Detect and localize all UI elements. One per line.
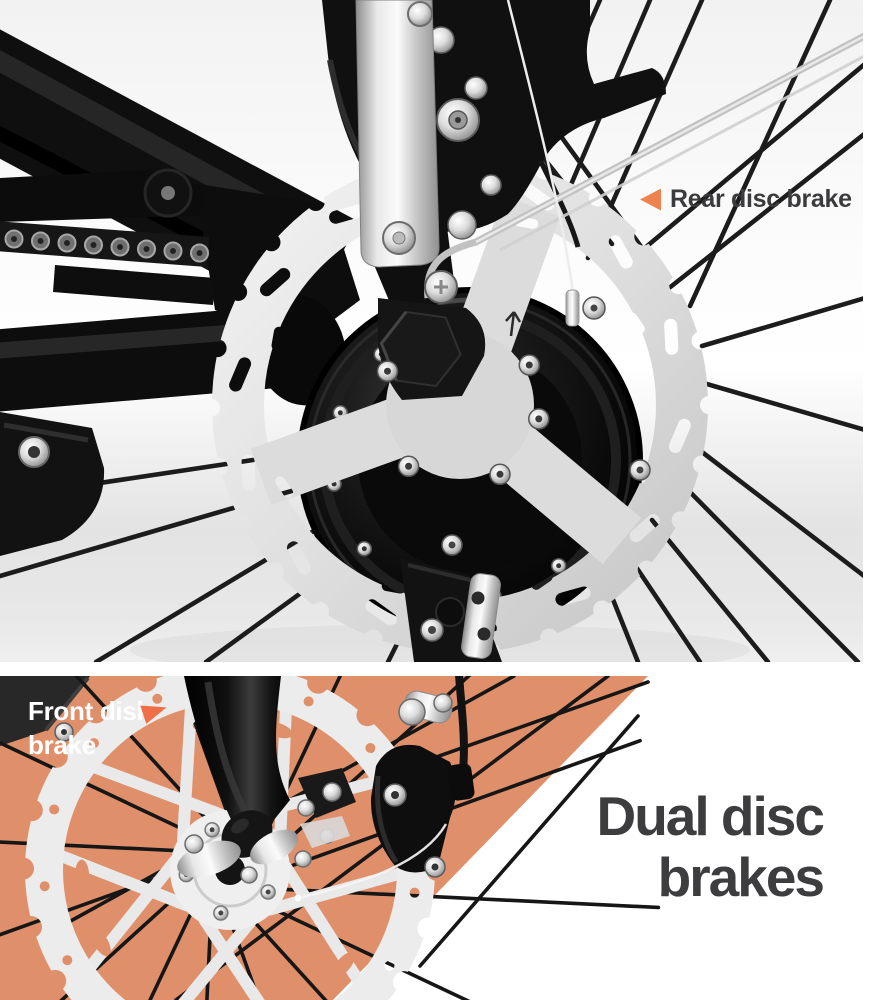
headline-line2: brakes xyxy=(657,846,825,908)
front-brake-caliper xyxy=(294,676,475,902)
rear-brake-photo xyxy=(0,0,863,662)
bike-chain xyxy=(0,221,210,267)
front-label-line1: Front disk xyxy=(28,696,151,726)
rear-disc-brake-text: Rear disc brake xyxy=(670,185,852,213)
caliper-mount-lug xyxy=(297,768,356,818)
dual-disc-brakes-headline: Dual disc brakes xyxy=(596,785,825,908)
brake-actuator-rod xyxy=(424,0,863,327)
panel-divider xyxy=(0,662,872,676)
stay-bar-top-bolt xyxy=(407,1,433,27)
kickstand-mount xyxy=(0,412,105,556)
inner-cable xyxy=(297,823,448,900)
rear-brake-panel: Rear disc brake xyxy=(0,0,863,662)
front-label-line2: brake xyxy=(28,730,96,760)
frame-tube-fragment xyxy=(0,676,90,746)
silver-stay-bar xyxy=(355,0,440,268)
front-disk-brake-label: Front disk brake xyxy=(28,694,151,762)
headline-line1: Dual disc xyxy=(596,785,825,847)
rotor-bolts xyxy=(376,354,550,486)
front-brake-photo xyxy=(0,676,872,1000)
cable-end-barrel xyxy=(565,289,580,327)
lower-linkage xyxy=(400,558,502,662)
brake-cable xyxy=(506,0,575,293)
front-axle-hardware xyxy=(177,816,350,884)
rotation-arrow-mark xyxy=(505,311,522,337)
arrow-left-icon xyxy=(640,188,661,211)
cable-housing xyxy=(455,676,468,771)
front-brake-panel: Front disk brake Dual disc brakes xyxy=(0,676,872,1000)
rear-disc-brake-label: Rear disc brake xyxy=(640,185,852,214)
